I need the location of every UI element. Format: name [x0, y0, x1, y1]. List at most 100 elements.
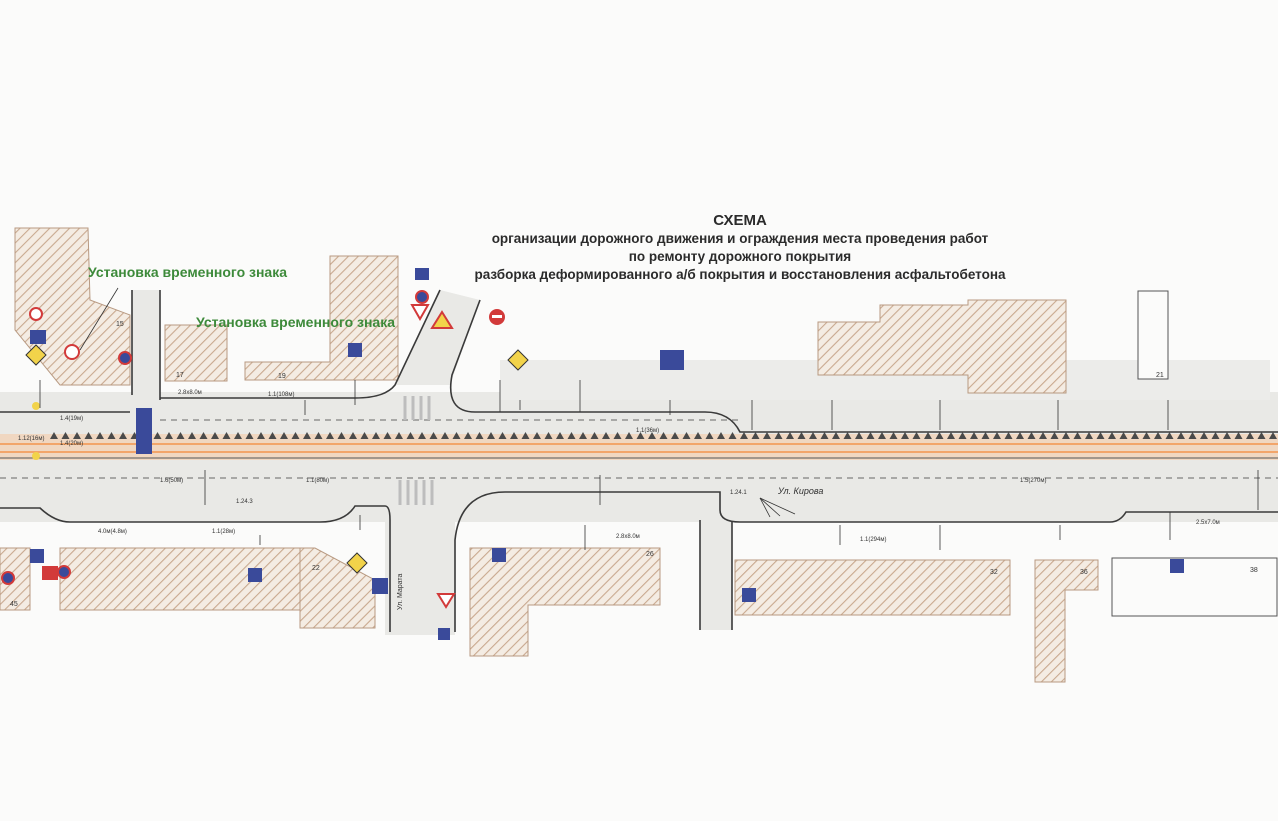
- building-number: 15: [116, 321, 124, 328]
- cone-icon: [96, 432, 104, 439]
- cone-icon: [774, 432, 783, 439]
- scheme-title: СХЕМА организации дорожного движения и о…: [440, 212, 1040, 284]
- building-number: 36: [1080, 569, 1088, 576]
- cone-icon: [211, 432, 219, 439]
- building-number: 17: [176, 372, 184, 379]
- cone-icon: [1223, 432, 1231, 439]
- title-line: по ремонту дорожного покрытия: [628, 249, 852, 264]
- cone-icon: [901, 432, 909, 439]
- parking-sign-icon: [492, 548, 506, 562]
- cone-icon: [970, 432, 978, 439]
- cone-icon: [924, 432, 932, 439]
- parking-sign-icon: [248, 568, 262, 582]
- cone-icon: [705, 432, 714, 439]
- cone-icon: [993, 432, 1001, 439]
- cone-icon: [153, 432, 162, 439]
- cone-icon: [590, 432, 599, 439]
- cone-icon: [383, 432, 392, 439]
- give-way-sign-icon: [410, 304, 430, 322]
- cone-icon: [889, 432, 898, 439]
- cone-icon: [935, 432, 944, 439]
- cone-icon: [107, 432, 116, 439]
- building-number: 26: [646, 551, 654, 558]
- title-line: разборка деформированного а/б покрытия и…: [474, 267, 1006, 282]
- cone-icon: [280, 432, 288, 439]
- cone-icon: [429, 432, 438, 439]
- cone-icon: [257, 432, 265, 439]
- cone-icon: [1085, 432, 1093, 439]
- cone-icon: [1142, 432, 1151, 439]
- no-stopping-sign-icon: [118, 351, 132, 365]
- marking-label: 2.8х8.0м: [616, 534, 640, 540]
- cone-icon: [176, 432, 185, 439]
- note-pointers: [79, 287, 796, 518]
- cone-icon: [406, 432, 415, 439]
- marking-label: 1.5(270м): [1020, 478, 1046, 484]
- building-21: [1137, 290, 1169, 380]
- marking-label: 1.1(108м): [268, 392, 294, 398]
- cone-icon: [878, 432, 886, 439]
- cone-icon: [1096, 432, 1105, 439]
- cone-icon: [866, 432, 875, 439]
- building-36: [1034, 559, 1099, 683]
- cone-icon: [1108, 432, 1116, 439]
- cone-icon: [717, 432, 725, 439]
- cone-icon: [349, 432, 357, 439]
- marking-label: 1.1(80м): [306, 478, 329, 484]
- lane-markings: [0, 419, 1278, 479]
- cone-icon: [418, 432, 426, 439]
- pedestrian-crossings: [398, 396, 434, 505]
- cone-icon: [1050, 432, 1059, 439]
- building-number: 19: [278, 373, 286, 380]
- cone-icon: [395, 432, 403, 439]
- no-stopping-sign-icon: [57, 565, 71, 579]
- cone-icon: [786, 432, 794, 439]
- marking-label: 1.4(19м): [60, 416, 83, 422]
- building-number: 38: [1250, 567, 1258, 574]
- road-signs: [1, 268, 1184, 640]
- info-sign-icon: [660, 350, 684, 370]
- cone-icon: [740, 432, 748, 439]
- cone-icon: [567, 432, 576, 439]
- cone-icon: [533, 432, 541, 439]
- marking-label: 2.8х8.0м: [178, 390, 202, 396]
- cone-icon: [728, 432, 737, 439]
- cone-icon: [958, 432, 967, 439]
- cone-icon: [1234, 432, 1243, 439]
- parking-sign-icon: [30, 549, 44, 563]
- cone-icon: [372, 432, 380, 439]
- info-sign-icon: [372, 578, 388, 594]
- cone-icon: [671, 432, 679, 439]
- cone-icon: [1119, 432, 1128, 439]
- marking-label: 1.4(20м): [60, 441, 83, 447]
- cone-icon: [659, 432, 668, 439]
- fence-barrier-icon: [136, 408, 152, 454]
- cone-icon: [981, 432, 990, 439]
- cone-icon: [751, 432, 760, 439]
- cone-icon: [521, 432, 530, 439]
- marking-label: 1.24.1: [730, 490, 747, 496]
- cone-icon: [820, 432, 829, 439]
- give-way-sign-icon: [436, 593, 456, 609]
- parking-sign-icon: [348, 343, 362, 357]
- cone-icon: [234, 432, 242, 439]
- cone-icon: [625, 432, 633, 439]
- building-number: 32: [990, 569, 998, 576]
- marking-label: 1.1(36м): [636, 428, 659, 434]
- temporary-sign-note: Установка временного знака: [88, 264, 288, 280]
- cone-icon: [602, 432, 610, 439]
- cone-icon: [1246, 432, 1254, 439]
- cone-icon: [1165, 432, 1174, 439]
- cone-icon: [1131, 432, 1139, 439]
- priority-road-sign-icon: [25, 344, 47, 366]
- cone-icon: [809, 432, 817, 439]
- cone-icon: [912, 432, 921, 439]
- cone-icon: [579, 432, 587, 439]
- cone-icon: [464, 432, 472, 439]
- parking-sign-icon: [742, 588, 756, 602]
- cone-icon: [1257, 432, 1266, 439]
- building-main-right: [817, 299, 1067, 394]
- temporary-sign-note: Установка временного знака: [196, 314, 396, 330]
- title-line: организации дорожного движения и огражде…: [491, 231, 989, 246]
- cone-icon: [763, 432, 771, 439]
